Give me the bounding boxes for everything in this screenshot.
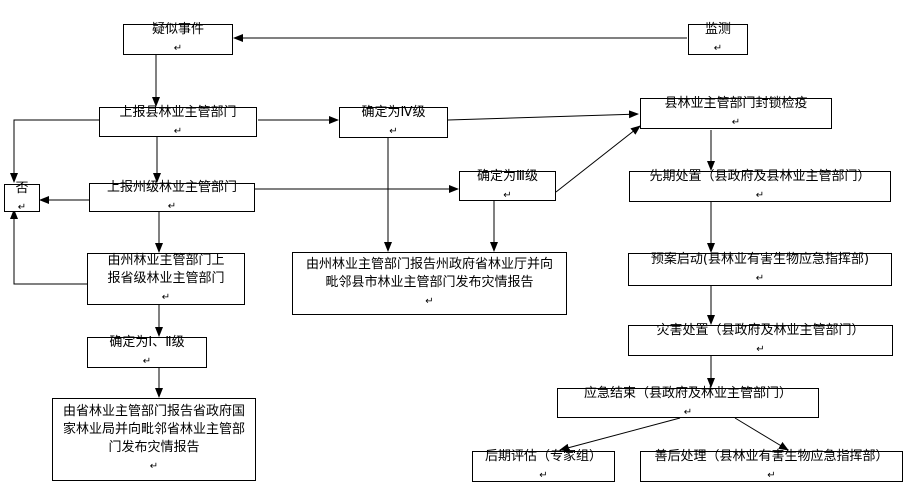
edge-end-to-aftermath	[734, 417, 789, 451]
paragraph-mark: ↵	[683, 406, 693, 418]
node-post-assessment: 后期评估（专家组） ↵	[472, 449, 615, 482]
node-disaster-response-label: 灾害处置（县政府及林业主管部门）	[656, 323, 865, 338]
paragraph-mark: ↵	[767, 470, 776, 481]
node-monitoring: 监测 ↵	[688, 22, 748, 55]
paragraph-mark: ↵	[167, 201, 177, 212]
paragraph-mark: ↵	[161, 291, 171, 303]
node-no: 否↵	[4, 181, 40, 213]
node-prefecture-report-province-label: 由州林业主管部门上报省级林业主管部门	[107, 252, 225, 286]
paragraph-mark: ↵	[389, 126, 398, 137]
edge-county-to-no	[10, 119, 99, 183]
node-county-blockade: 县林业主管部门封锁检疫 ↵	[640, 96, 832, 129]
node-initial-response: 先期处置（县政府及县林业主管部门） ↵	[629, 169, 891, 202]
node-prefecture-disaster-report: 由州林业主管部门报告州政府省林业厅并向毗邻县市林业主管部门发布灾情报告 ↵	[292, 252, 567, 315]
node-province-disaster-report-label: 由省林业主管部门报告省政府国家林业局并向毗邻省林业主管部门发布灾情报告	[62, 404, 245, 455]
node-plan-activation: 预案启动(县林业有害生物应急指挥部) ↵	[628, 252, 892, 286]
paragraph-mark: ↵	[756, 344, 765, 355]
paragraph-mark: ↵	[149, 461, 159, 472]
paragraph-mark: ↵	[425, 296, 434, 307]
node-suspected-event-label: 疑似事件	[151, 22, 204, 37]
node-county-blockade-label: 县林业主管部门封锁检疫	[664, 96, 808, 111]
edge-iv-to-blockade	[447, 110, 639, 121]
paragraph-mark: ↵	[17, 201, 27, 213]
node-no-label: 否	[15, 180, 29, 196]
paragraph-mark: ↵	[755, 273, 765, 284]
node-prefecture-report-province: 由州林业主管部门上报省级林业主管部门 ↵	[87, 253, 245, 305]
node-confirm-iii: 确定为Ⅲ级 ↵	[459, 168, 556, 201]
paragraph-mark: ↵	[731, 117, 741, 128]
node-report-county: 上报县林业主管部门 ↵	[99, 104, 257, 137]
node-aftermath: 善后处理（县林业有害生物应急指挥部） ↵	[640, 449, 903, 482]
node-confirm-iv-label: 确定为Ⅳ级	[361, 105, 426, 120]
node-initial-response-label: 先期处置（县政府及县林业主管部门）	[649, 169, 871, 184]
paragraph-mark: ↵	[142, 356, 152, 367]
paragraph-mark: ↵	[173, 43, 183, 54]
node-province-disaster-report: 由省林业主管部门报告省政府国家林业局并向毗邻省林业主管部门发布灾情报告 ↵	[52, 398, 256, 481]
paragraph-mark: ↵	[755, 190, 765, 201]
node-confirm-iii-label: 确定为Ⅲ级	[477, 168, 538, 184]
paragraph-mark: ↵	[173, 125, 183, 137]
node-aftermath-label: 善后处理（县林业有害生物应急指挥部）	[654, 449, 889, 464]
paragraph-mark: ↵	[713, 43, 723, 54]
node-emergency-end-label: 应急结束（县政府及林业主管部门）	[583, 385, 792, 401]
node-report-county-label: 上报县林业主管部门	[119, 104, 237, 120]
node-monitoring-label: 监测	[704, 22, 731, 37]
node-emergency-end: 应急结束（县政府及林业主管部门） ↵	[557, 385, 819, 418]
edge-prefecture-province-to-no	[10, 209, 87, 285]
edge-iii-to-blockade	[555, 125, 641, 193]
node-prefecture-disaster-report-label: 由州林业主管部门报告州政府省林业厅并向毗邻县市林业主管部门发布灾情报告	[305, 257, 553, 290]
edge-end-to-assessment	[559, 417, 681, 452]
node-plan-activation-label: 预案启动(县林业有害生物应急指挥部)	[650, 252, 870, 267]
node-post-assessment-label: 后期评估（专家组）	[484, 449, 602, 464]
node-report-prefecture-label: 上报州级林业主管部门	[106, 180, 237, 195]
node-suspected-event: 疑似事件 ↵	[123, 22, 233, 55]
paragraph-mark: ↵	[539, 470, 548, 481]
node-confirm-i-ii-label: 确定为Ⅰ、Ⅱ级	[109, 335, 185, 350]
node-disaster-response: 灾害处置（县政府及林业主管部门） ↵	[628, 323, 893, 356]
paragraph-mark: ↵	[503, 189, 512, 201]
node-confirm-iv: 确定为Ⅳ级 ↵	[339, 105, 448, 138]
node-report-prefecture: 上报州级林业主管部门 ↵	[89, 180, 255, 212]
node-confirm-i-ii: 确定为Ⅰ、Ⅱ级 ↵	[87, 335, 207, 368]
